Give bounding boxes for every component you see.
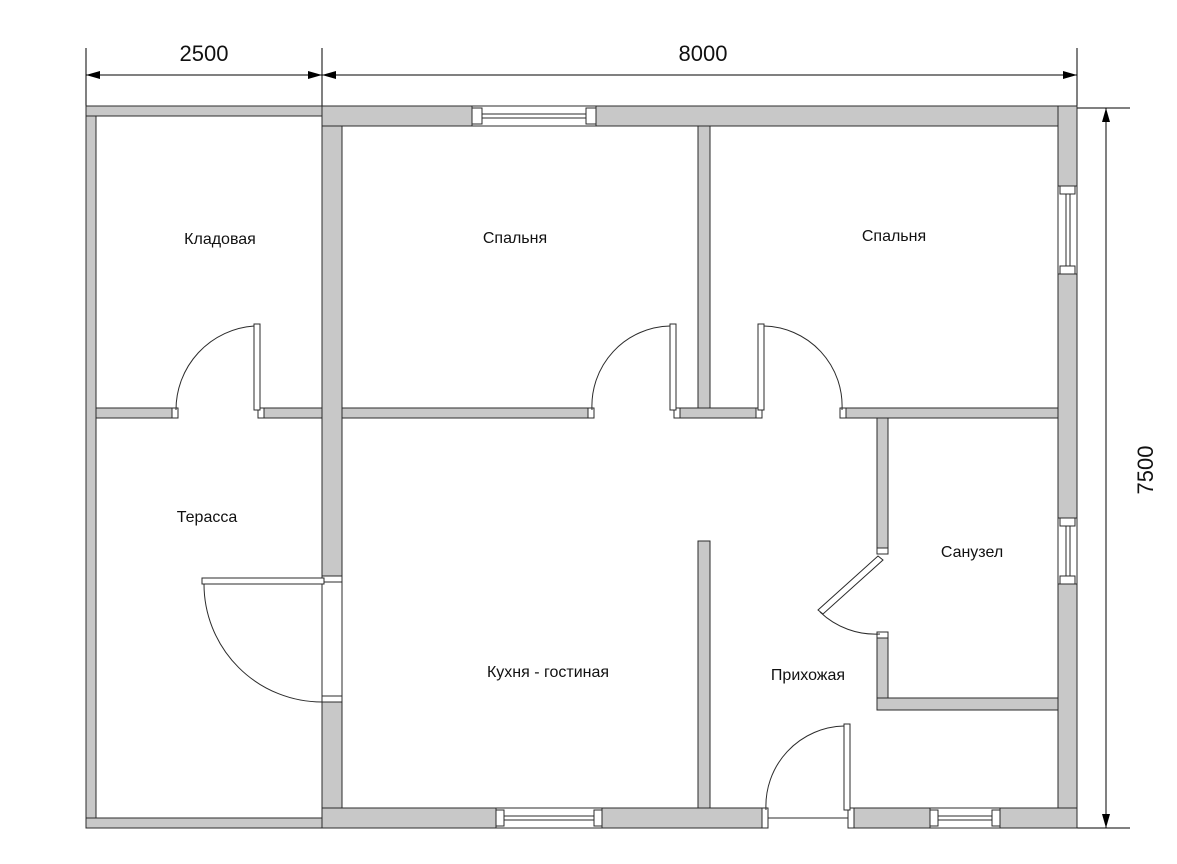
door-storage (171, 323, 265, 419)
door-bedroom-2 (755, 323, 847, 419)
room-label-terrace: Терасса (177, 509, 238, 526)
door-bedroom-1 (587, 323, 681, 419)
room-label-bathroom: Санузел (941, 544, 1003, 561)
dimension-right-width: 8000 (679, 41, 728, 66)
dimension-lines (85, 48, 1130, 829)
door-bathroom (817, 547, 889, 639)
room-label-bedroom-2: Спальня (862, 228, 926, 245)
window-right-upper (1057, 185, 1078, 275)
room-label-storage: Кладовая (184, 231, 256, 248)
room-label-hallway: Прихожая (771, 667, 845, 684)
window-bottom-hallway (929, 807, 1001, 829)
windows (321, 105, 1078, 829)
room-label-kitchen-living: Кухня - гостиная (487, 664, 609, 681)
dimension-left-width: 2500 (180, 41, 229, 66)
door-entrance (761, 723, 855, 829)
doors (171, 323, 889, 829)
window-right-lower (1057, 517, 1078, 585)
walls (85, 105, 1078, 829)
dimension-height: 7500 (1133, 446, 1158, 495)
door-terrace (201, 577, 325, 703)
window-top (471, 105, 597, 127)
room-label-bedroom-1: Спальня (483, 230, 547, 247)
window-bottom-kitchen (495, 807, 603, 829)
